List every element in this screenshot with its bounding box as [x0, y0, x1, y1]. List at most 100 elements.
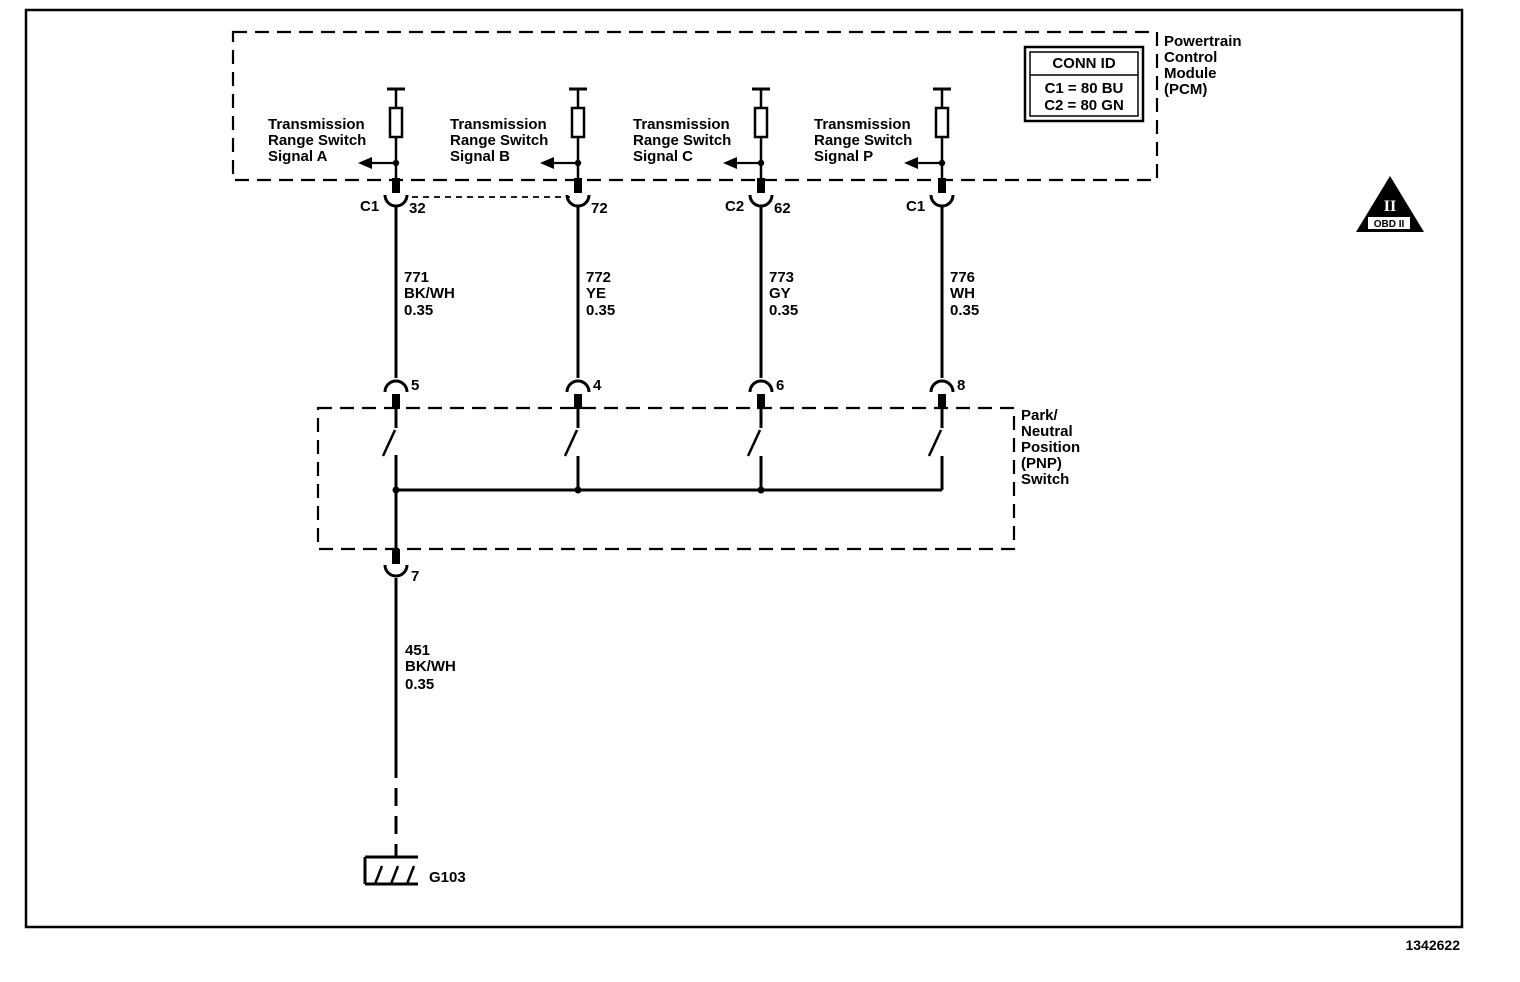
signal-label-line: Range Switch [268, 132, 366, 149]
connector-pin-block [938, 394, 946, 409]
ground-hatch [389, 865, 400, 885]
wire-color: YE [586, 285, 606, 302]
ground-label: G103 [429, 869, 466, 886]
pcm-name: Powertrain Control Module (PCM) [1164, 33, 1246, 98]
connector-pin-block [757, 178, 765, 193]
wire-gauge: 0.35 [404, 302, 433, 319]
ground-wire-label: 451 BK/WH 0.35 [405, 642, 460, 693]
connector-pin-block [392, 549, 400, 564]
pnp-name-line: Position [1021, 439, 1080, 456]
diagram-frame [24, 8, 1464, 929]
pnp-name-line: Switch [1021, 471, 1069, 488]
pnp-name-line: Park/ [1021, 407, 1059, 424]
connector-cup [565, 194, 591, 208]
pull-up-resistor [753, 106, 769, 139]
signal-arrow-head [723, 157, 737, 169]
switch-pin-number: 5 [411, 377, 419, 394]
connector-cup [383, 564, 409, 578]
switch-blade [381, 429, 397, 457]
signal-label-line: Signal B [450, 148, 510, 165]
pull-up-resistor [388, 106, 404, 139]
connector-cup [929, 194, 955, 208]
switch-blade [746, 429, 762, 457]
connector-pin-block [392, 178, 400, 193]
connector-cup [383, 379, 409, 393]
signal-arrow-head [540, 157, 554, 169]
signal-label-line: Signal C [633, 148, 693, 165]
pcm-connector-id: C1 [360, 198, 379, 215]
signal-label-line: Range Switch [450, 132, 548, 149]
pnp-switch-name: Park/ Neutral Position (PNP) Switch [1021, 407, 1084, 488]
switch-pin-number: 8 [957, 377, 965, 394]
pcm-pin-number: 32 [409, 200, 426, 217]
signal-label-line: Signal A [268, 148, 328, 165]
ground-wire-circuit: 451 [405, 642, 430, 659]
connector-cup [929, 379, 955, 393]
conn-id-inner-border [1029, 51, 1139, 117]
figure-number: 1342622 [1405, 937, 1460, 953]
signal-label-line: Range Switch [814, 132, 912, 149]
pnp-name-line: Neutral [1021, 423, 1073, 440]
splice-dot [757, 486, 765, 494]
wire-color: WH [950, 285, 975, 302]
ground-hatch [405, 865, 416, 885]
pcm-enclosure [231, 30, 1159, 182]
wire-circuit: 776 [950, 269, 975, 286]
signal-label-line: Range Switch [633, 132, 731, 149]
switch-blade [563, 429, 579, 457]
pcm-connector-id: C2 [725, 198, 744, 215]
pnp-switch-enclosure [316, 406, 1016, 551]
pull-up-resistor [934, 106, 950, 139]
obd-badge-numeral: II [1384, 198, 1396, 215]
ground-wire-gauge: 0.35 [405, 676, 434, 693]
connector-pin-block [574, 178, 582, 193]
pcm-pin-number: 72 [591, 200, 608, 217]
splice-dot [574, 486, 582, 494]
wire-color: GY [769, 285, 791, 302]
conn-id-outer-border [1023, 45, 1145, 123]
conn-id-header: CONN ID [1052, 55, 1116, 72]
connector-cup [748, 194, 774, 208]
pcm-name-line: Powertrain [1164, 33, 1242, 50]
pnp-name-line: (PNP) [1021, 455, 1062, 472]
conn-id-table: CONN ID C1 = 80 BU C2 = 80 GN [1023, 45, 1145, 123]
obd-badge-text: OBD II [1374, 219, 1405, 230]
wire-gauge: 0.35 [769, 302, 798, 319]
obd-ii-badge: II OBD II [1356, 176, 1424, 232]
wire-circuit: 771 [404, 269, 429, 286]
conn-id-row: C2 = 80 GN [1044, 97, 1124, 114]
wire-gauge: 0.35 [950, 302, 979, 319]
wire-circuit: 773 [769, 269, 794, 286]
conn-id-row: C1 = 80 BU [1045, 80, 1124, 97]
connector-pin-block [574, 394, 582, 409]
pcm-name-line: Control [1164, 49, 1217, 66]
chassis-ground-icon [363, 845, 418, 886]
pcm-name-line: Module [1164, 65, 1217, 82]
signal-arrow-head [358, 157, 372, 169]
switch-pin-number: 4 [593, 377, 602, 394]
signal-arrow-head [904, 157, 918, 169]
wire-circuit: 772 [586, 269, 611, 286]
signal-label-line: Transmission [814, 116, 911, 133]
connector-cup [748, 379, 774, 393]
switch-blade [927, 429, 943, 457]
wire-gauge: 0.35 [586, 302, 615, 319]
pull-up-resistor [570, 106, 586, 139]
switch-pin-number: 6 [776, 377, 784, 394]
connector-pin-block [938, 178, 946, 193]
pcm-connector-id: C1 [906, 198, 925, 215]
ground-hatch [373, 865, 384, 885]
pcm-pin-number: 62 [774, 200, 791, 217]
pnp-ground-pin: 7 [411, 568, 419, 585]
signal-label-line: Transmission [268, 116, 365, 133]
connector-cup [565, 379, 591, 393]
obd-badge-text-bg [1368, 217, 1410, 229]
pcm-name-line: (PCM) [1164, 81, 1207, 98]
signal-label-line: Transmission [450, 116, 547, 133]
connector-cup [383, 194, 409, 208]
ground-wire-color: BK/WH [405, 658, 456, 675]
connector-pin-block [757, 394, 765, 409]
signal-label-line: Transmission [633, 116, 730, 133]
